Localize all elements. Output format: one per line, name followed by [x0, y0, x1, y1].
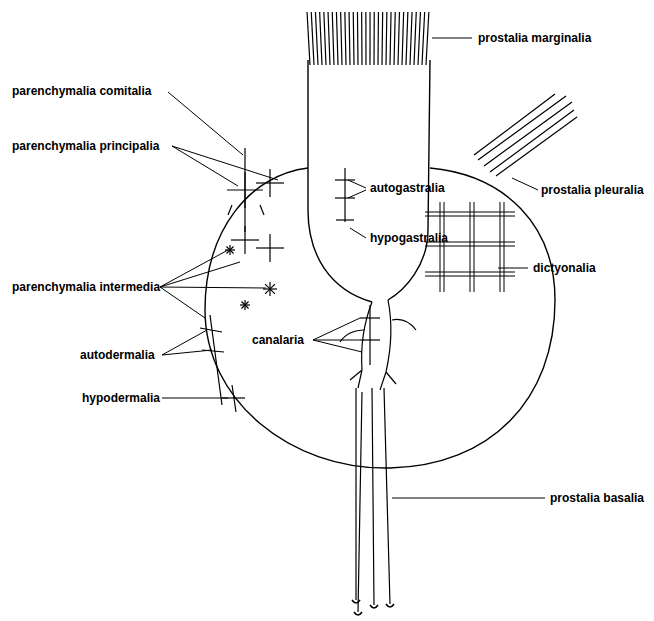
spicule-stroke	[385, 12, 387, 65]
spicule-stroke	[335, 197, 355, 198]
part-label: prostalia basalia	[550, 491, 644, 505]
spicule-stroke	[406, 12, 408, 65]
spicule-stroke	[336, 12, 338, 65]
spicule-stroke	[474, 202, 475, 292]
spicule-stroke	[307, 12, 310, 65]
spicule-stroke	[357, 12, 359, 65]
spicule-stroke	[422, 12, 425, 65]
spicule-stroke	[360, 339, 380, 340]
part-label: parenchymalia principalia	[12, 139, 159, 153]
spicule-stroke	[332, 12, 334, 65]
spicule-stroke	[244, 148, 245, 232]
spicule-stroke	[365, 12, 366, 65]
spicule-stroke	[425, 272, 515, 273]
spicule-stroke	[344, 168, 345, 222]
spicule-stroke	[504, 202, 505, 292]
part-label: prostalia marginalia	[478, 31, 591, 45]
part-label: canalaria	[252, 333, 304, 347]
spicule-stroke	[353, 12, 355, 65]
spicule-stroke	[269, 234, 270, 262]
spicule-stroke	[265, 284, 275, 294]
spicule-stroke	[210, 315, 222, 405]
part-label: parenchymalia comitalia	[12, 84, 151, 98]
spicule-stroke	[369, 12, 370, 65]
spicule-stroke	[360, 317, 380, 318]
part-label: prostalia pleuralia	[541, 183, 644, 197]
part-label: dictyonalia	[533, 261, 596, 275]
spicule-stroke	[336, 219, 354, 220]
spicule-stroke	[426, 12, 429, 65]
part-label: autogastralia	[370, 181, 445, 195]
spicule-stroke	[440, 202, 441, 292]
spicule-stroke	[369, 305, 370, 365]
spicule-stroke	[232, 385, 236, 412]
spicule-stroke	[470, 202, 471, 292]
spicule-stroke	[244, 226, 245, 254]
spicule-stroke	[335, 179, 355, 180]
spicule-stroke	[315, 12, 318, 65]
part-label: autodermalia	[80, 348, 155, 362]
spicule-stroke	[402, 12, 404, 65]
spicule-stroke	[390, 12, 391, 65]
spicule-stroke	[328, 12, 330, 65]
spicule-stroke	[444, 202, 445, 292]
spicule-stroke	[269, 169, 270, 197]
spicule-stroke	[348, 12, 350, 65]
spicule-stroke	[260, 205, 264, 215]
spicule-stroke	[200, 328, 222, 332]
part-label: hypodermalia	[82, 391, 160, 405]
spicule-stroke	[410, 12, 412, 65]
spicule-stroke	[241, 301, 248, 308]
spicule-stroke	[381, 12, 383, 65]
part-label: hypogastralia	[370, 231, 448, 245]
spicule-stroke	[418, 12, 420, 65]
spicule-stroke	[228, 205, 232, 215]
spicule-stroke	[373, 12, 374, 65]
spicule-stroke	[320, 12, 322, 65]
spicule-stroke	[394, 12, 395, 65]
spicule-stroke	[425, 276, 515, 277]
spicule-stroke	[345, 12, 346, 65]
spicule-stroke	[398, 12, 399, 65]
spicule-stroke	[324, 12, 326, 65]
spicule-stroke	[414, 12, 416, 65]
spicule-stroke	[377, 12, 379, 65]
spicule-stroke	[341, 12, 342, 65]
spicule-stroke	[361, 12, 363, 65]
part-label: parenchymalia intermedia	[12, 280, 160, 294]
spicule-stroke	[311, 12, 314, 65]
spicule-stroke	[244, 172, 245, 208]
spicule-stroke	[500, 202, 501, 292]
